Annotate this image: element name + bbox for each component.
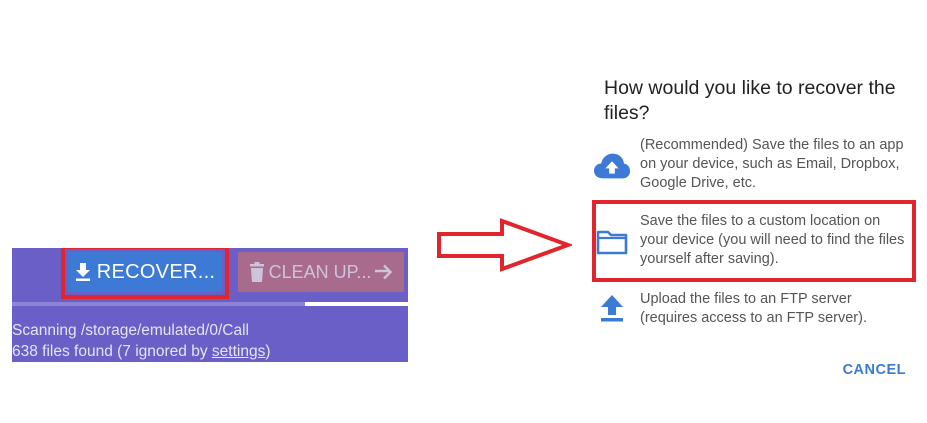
download-icon	[75, 263, 91, 281]
recover-dialog: How would you like to recover the files?…	[590, 62, 920, 392]
scan-path-text: Scanning /storage/emulated/0/Call	[12, 322, 249, 339]
option-ftp-upload-label: Upload the files to an FTP server (requi…	[640, 291, 867, 326]
arrow-right-icon	[375, 264, 393, 280]
cancel-button[interactable]: CANCEL	[842, 362, 906, 378]
scan-progress-bar	[12, 302, 408, 306]
folder-icon	[594, 222, 630, 262]
clean-up-button[interactable]: CLEAN UP...	[238, 252, 404, 292]
scan-status: Scanning /storage/emulated/0/Call 638 fi…	[12, 320, 271, 362]
cloud-upload-icon	[594, 146, 630, 186]
app-toolbar-panel: RECOVER... CLEAN UP... Scanning /storage…	[12, 248, 408, 362]
scan-progress-fill	[12, 302, 305, 306]
recover-button[interactable]: RECOVER...	[68, 252, 222, 292]
recover-button-label: RECOVER...	[96, 260, 216, 283]
dialog-title: How would you like to recover the files?	[604, 77, 896, 124]
files-found-prefix: 638 files found (7 ignored by	[12, 343, 212, 360]
files-found-text: 638 files found (7 ignored by settings)	[12, 341, 271, 362]
settings-link[interactable]: settings	[211, 343, 266, 360]
files-found-suffix: )	[265, 343, 271, 360]
trash-icon	[249, 262, 265, 282]
big-arrow-right-icon	[436, 218, 574, 277]
option-custom-location-label: Save the files to a custom location on y…	[640, 213, 905, 267]
upload-icon	[594, 292, 630, 326]
scan-progress-remaining	[305, 302, 408, 306]
option-save-to-app-label: (Recommended) Save the files to an app o…	[640, 137, 904, 191]
option-custom-location[interactable]: Save the files to a custom location on y…	[590, 212, 920, 274]
option-ftp-upload[interactable]: Upload the files to an FTP server (requi…	[590, 290, 920, 330]
clean-up-button-label: CLEAN UP...	[268, 261, 372, 282]
option-save-to-app[interactable]: (Recommended) Save the files to an app o…	[590, 136, 920, 198]
